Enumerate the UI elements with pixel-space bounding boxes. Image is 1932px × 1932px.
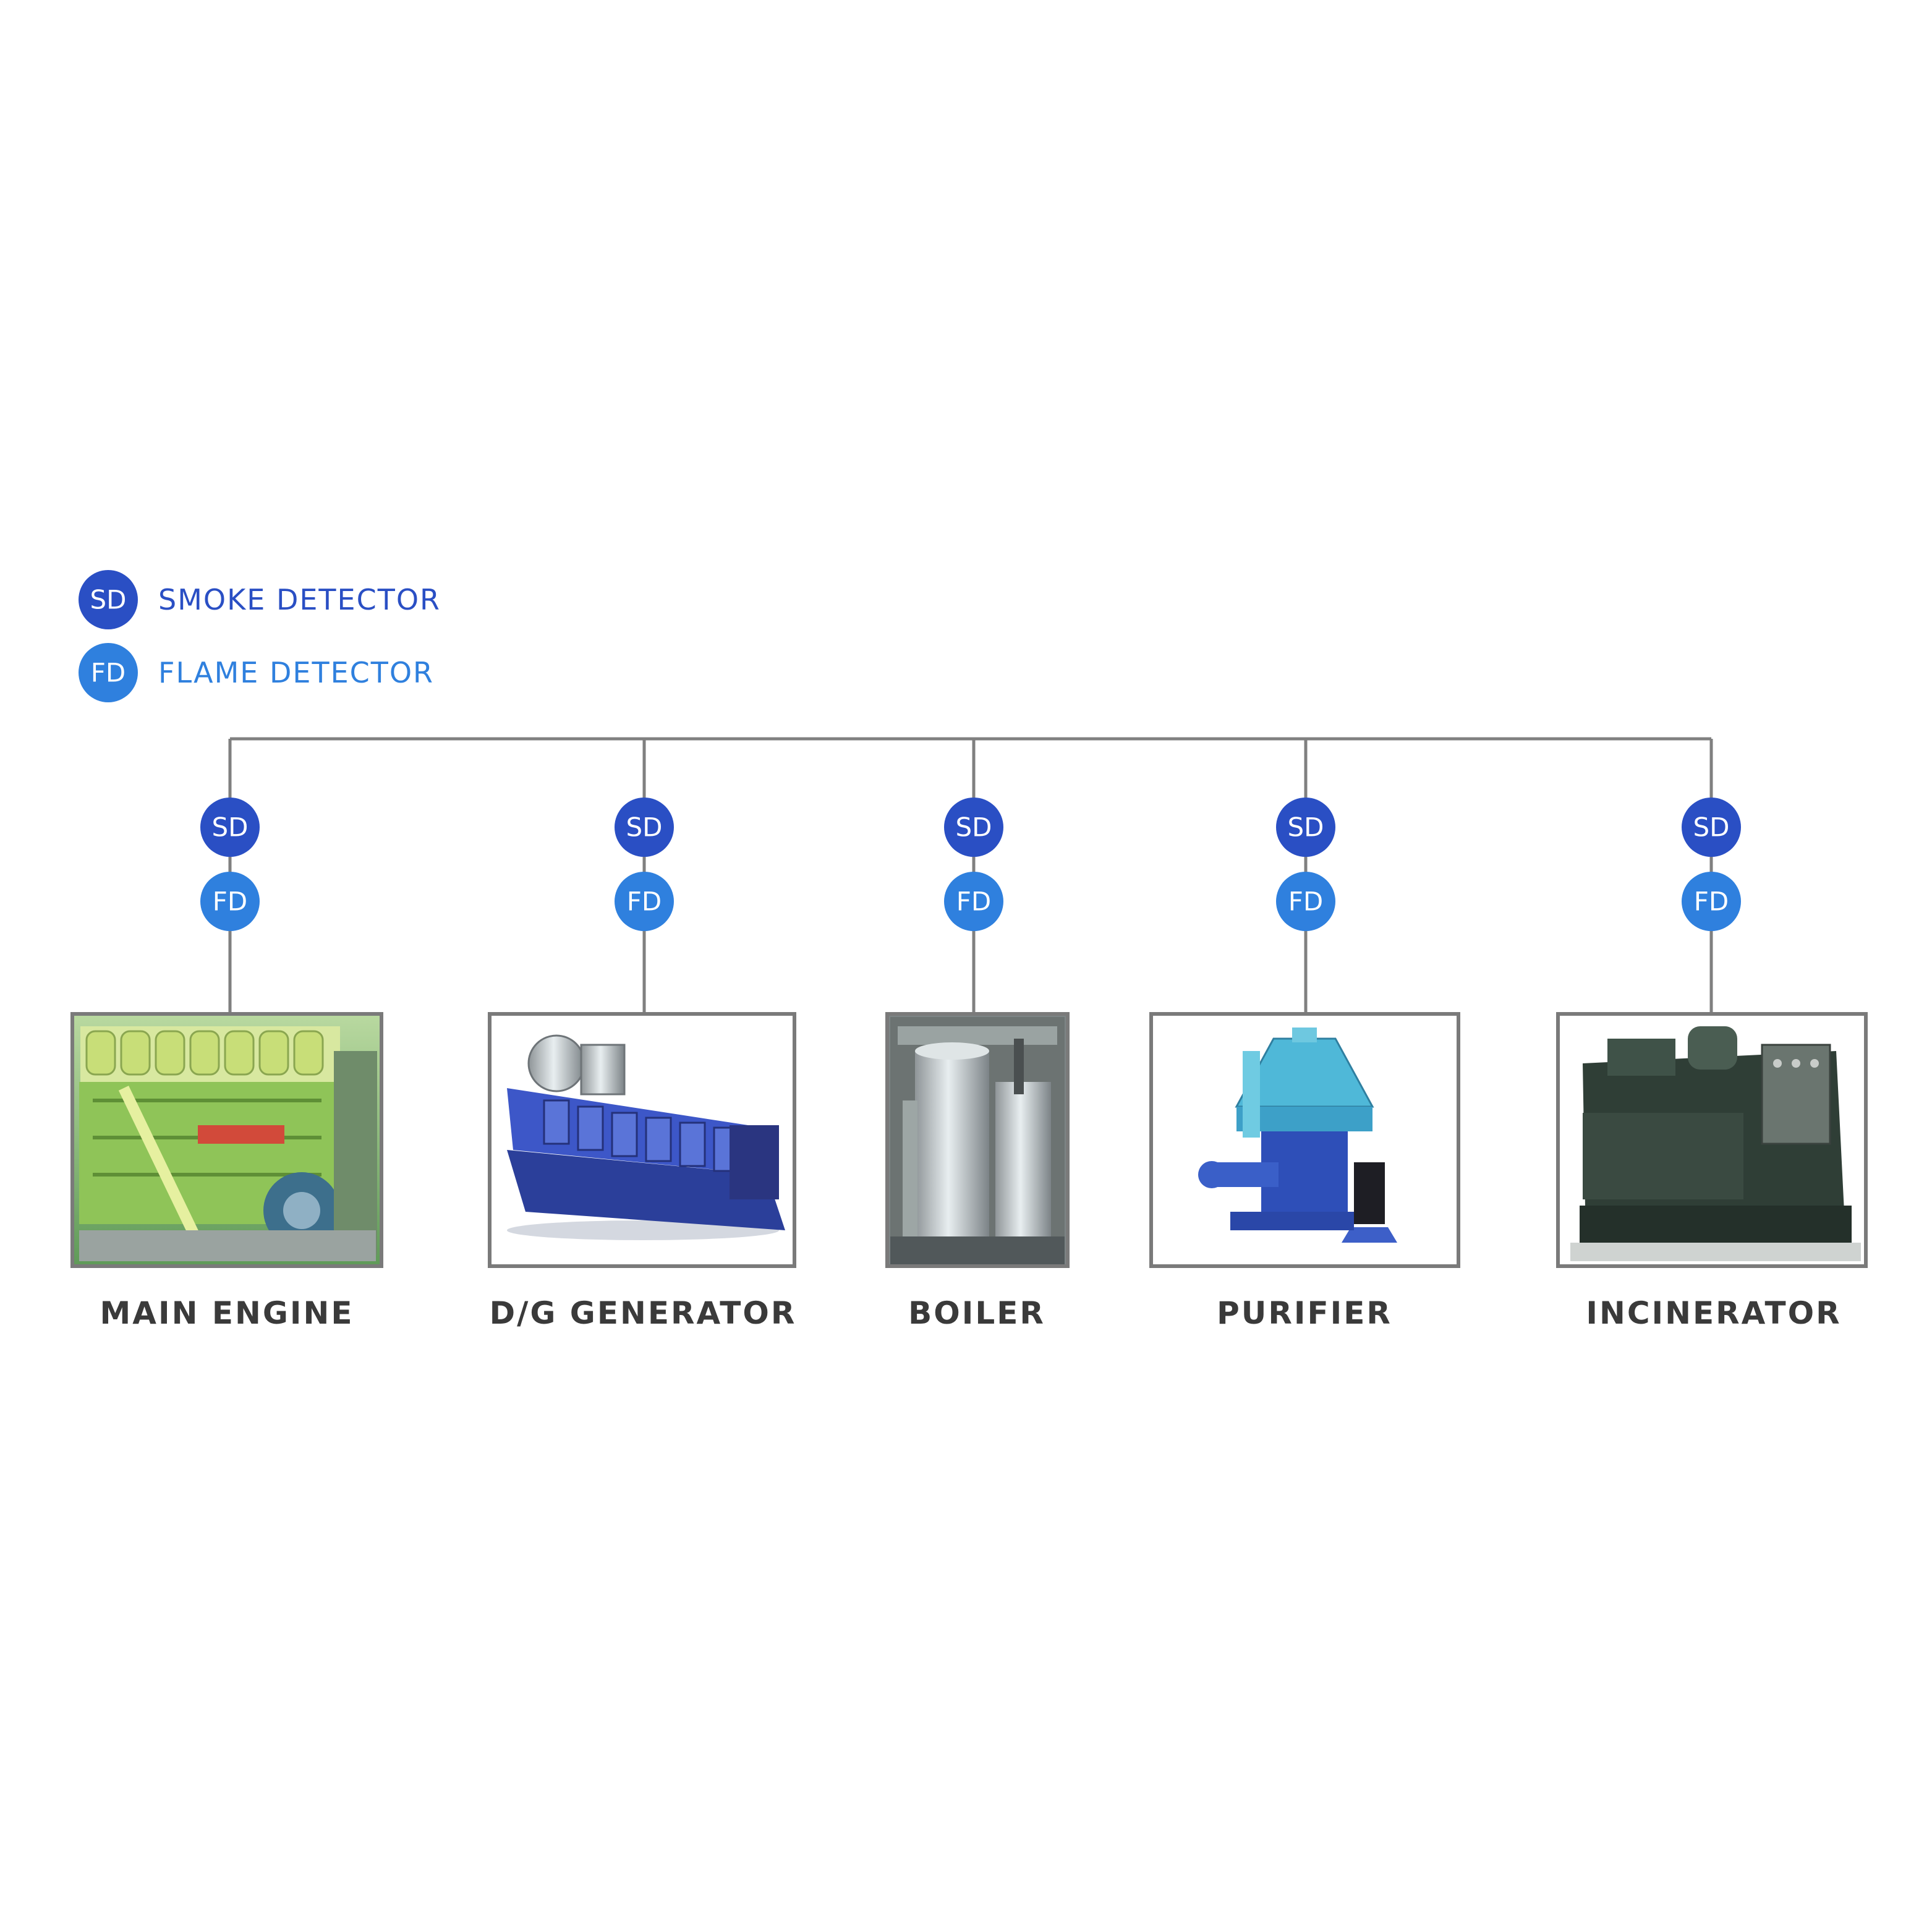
equipment-label: PURIFIER [1217, 1295, 1392, 1331]
branch-boiler: SD FD [944, 798, 1003, 931]
smoke-detector-icon [200, 798, 260, 857]
flame-detector-icon [615, 872, 674, 931]
legend-smoke-badge: SD [90, 585, 126, 615]
equipment-main-engine: MAIN ENGINE [70, 1012, 383, 1331]
legend-smoke-label: SMOKE DETECTOR [158, 583, 441, 616]
oil-purifier-photo [1198, 1028, 1397, 1243]
diesel-generator-photo [507, 1034, 785, 1240]
smoke-detector-icon [615, 798, 674, 857]
sd-badge-text: SD [1287, 812, 1324, 843]
boiler-photo [890, 1017, 1065, 1264]
equipment-label: D/G GENERATOR [490, 1295, 797, 1331]
equipment-boiler: BOILER [885, 1012, 1070, 1331]
flame-detector-icon [200, 872, 260, 931]
fd-badge-text: FD [1694, 887, 1729, 917]
smoke-detector-icon [944, 798, 1003, 857]
legend-smoke: SD SMOKE DETECTOR [79, 570, 441, 629]
equipment-purifier: PURIFIER [1149, 1012, 1460, 1331]
sd-badge-text: SD [1693, 812, 1729, 843]
branch-incinerator: SD FD [1682, 798, 1741, 931]
sd-badge-text: SD [955, 812, 992, 843]
equipment-dg-generator: D/G GENERATOR [488, 1012, 797, 1331]
fd-badge-text: FD [627, 887, 662, 917]
legend: SD SMOKE DETECTOR FD FLAME DETECTOR [79, 570, 441, 702]
smoke-detector-icon [1682, 798, 1741, 857]
smoke-detector-icon [1276, 798, 1335, 857]
fd-badge-text: FD [213, 887, 248, 917]
branch-purifier: SD FD [1276, 798, 1335, 931]
flame-detector-icon [944, 872, 1003, 931]
sd-badge-text: SD [626, 812, 662, 843]
legend-flame: FD FLAME DETECTOR [79, 643, 434, 702]
equipment-label: INCINERATOR [1586, 1295, 1841, 1331]
flame-detector-icon [1682, 872, 1741, 931]
flame-detector-icon [79, 643, 138, 702]
flame-detector-icon [1276, 872, 1335, 931]
marine-engine-photo [79, 1026, 377, 1261]
equipment-label: BOILER [908, 1295, 1045, 1331]
sd-badge-text: SD [211, 812, 248, 843]
fd-badge-text: FD [1288, 887, 1324, 917]
legend-flame-label: FLAME DETECTOR [158, 656, 434, 689]
smoke-detector-icon [79, 570, 138, 629]
fd-badge-text: FD [956, 887, 992, 917]
equipment-incinerator: INCINERATOR [1556, 1012, 1868, 1331]
incinerator-photo [1570, 1026, 1861, 1261]
equipment-label: MAIN ENGINE [100, 1295, 354, 1331]
legend-flame-badge: FD [91, 658, 126, 688]
branch-main-engine: SD FD [200, 798, 260, 931]
branch-dg-generator: SD FD [615, 798, 674, 931]
